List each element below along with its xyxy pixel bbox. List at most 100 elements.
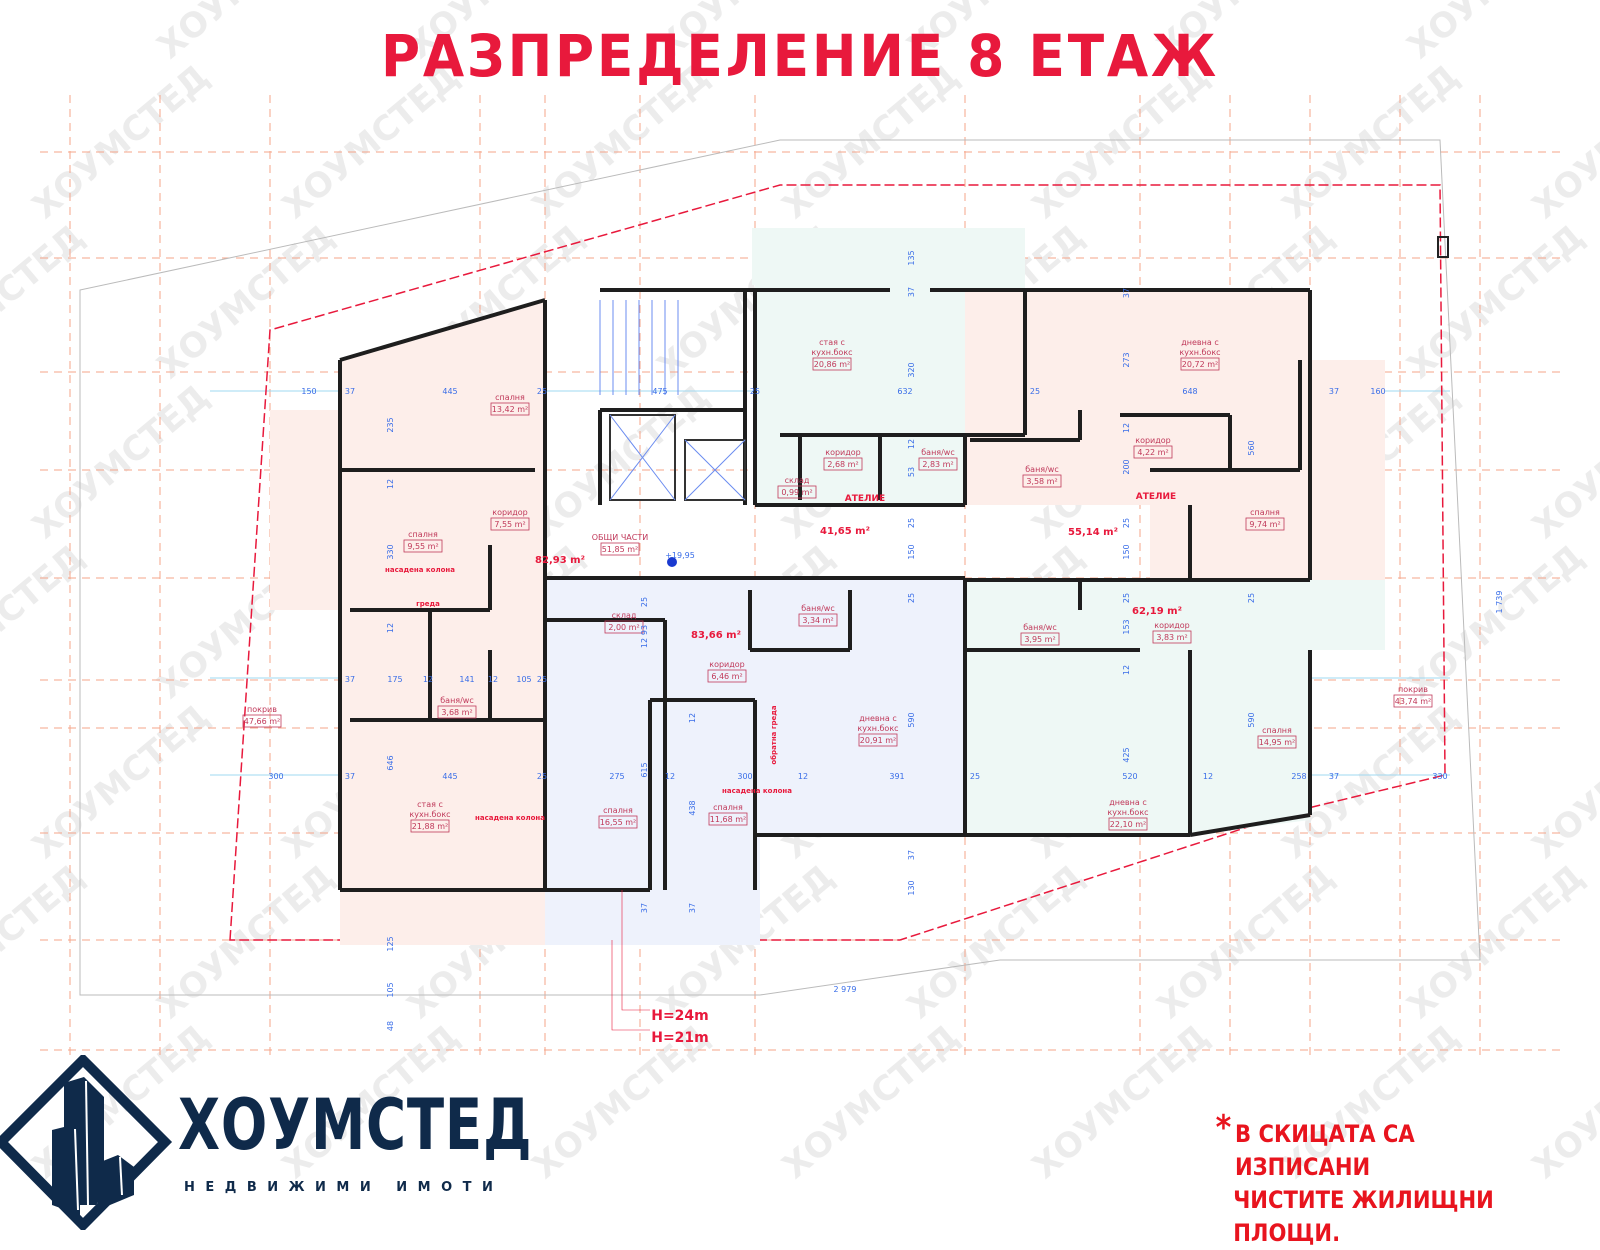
dimension-label: 632 bbox=[897, 387, 912, 396]
room-name: кухн.бокс bbox=[811, 348, 852, 357]
dimension-label: 12 bbox=[423, 675, 433, 684]
dimension-label: 12 bbox=[640, 638, 649, 648]
room-name: баня/wc bbox=[921, 448, 955, 457]
dimension-label: 12 bbox=[688, 713, 697, 723]
dimension-label: 445 bbox=[442, 387, 457, 396]
room-area: 9,55 m² bbox=[407, 542, 438, 551]
room-area: 51,85 m² bbox=[602, 545, 638, 554]
dimension-label: 560 bbox=[1247, 440, 1256, 455]
dimension-label: 37 bbox=[688, 903, 697, 913]
room-name: покрив bbox=[247, 705, 277, 714]
room-name: стая с bbox=[819, 338, 845, 347]
elevator-shaft bbox=[609, 414, 676, 501]
dimension-label: 12 bbox=[907, 439, 916, 449]
apartment-total-area: 41,65 m² bbox=[820, 526, 870, 537]
dimension-label: 646 bbox=[386, 755, 395, 770]
dimension-label: 12 bbox=[1122, 665, 1131, 675]
apartment-zone-3 bbox=[965, 290, 1310, 580]
dimension-label: 330 bbox=[386, 544, 395, 559]
height-leader-line bbox=[611, 890, 650, 1031]
dimension-label: 475 bbox=[652, 387, 667, 396]
brand-name: ХОУМСТЕД bbox=[178, 1084, 533, 1166]
dimension-label: 590 bbox=[1247, 712, 1256, 727]
dimension-label: 105 bbox=[516, 675, 531, 684]
watermark-text: ХОУМСТЕД bbox=[900, 857, 1092, 1027]
atelier-label: АТЕЛИЕ bbox=[845, 494, 885, 504]
room-name: коридор bbox=[709, 660, 745, 669]
dimension-label: 520 bbox=[1122, 772, 1137, 781]
room-area-box bbox=[708, 812, 748, 826]
watermark-text: ХОУМСТЕД bbox=[1400, 857, 1592, 1027]
room-area: 47,66 m² bbox=[244, 717, 280, 726]
dimension-label: 141 bbox=[459, 675, 474, 684]
dimension-label: 273 bbox=[1122, 352, 1131, 367]
annotation: +19,95 bbox=[665, 551, 695, 560]
wall bbox=[339, 298, 546, 362]
room-area-box bbox=[918, 457, 958, 471]
room-area-box bbox=[812, 357, 852, 371]
room-area-box bbox=[1393, 694, 1433, 708]
room-name: коридор bbox=[825, 448, 861, 457]
room-name: баня/wc bbox=[1025, 465, 1059, 474]
watermark-text: ХОУМСТЕД bbox=[25, 697, 217, 867]
room-area-box bbox=[823, 457, 863, 471]
annotation: греда bbox=[416, 600, 440, 608]
room-name: склад bbox=[785, 476, 810, 485]
page-title: РАЗПРЕДЕЛЕНИЕ 8 ЕТАЖ bbox=[380, 22, 1219, 90]
dimension-label: 438 bbox=[688, 800, 697, 815]
dimension-label: 53 bbox=[907, 467, 916, 477]
dimension-label: 37 bbox=[640, 903, 649, 913]
room-name: стая с bbox=[417, 800, 443, 809]
room-name: ОБЩИ ЧАСТИ bbox=[592, 533, 648, 542]
room-name: спалня bbox=[1262, 726, 1292, 735]
dimension-label: 150 bbox=[907, 544, 916, 559]
room-area-box bbox=[403, 539, 443, 553]
room-area: 4,22 m² bbox=[1137, 448, 1168, 457]
room-name: кухн.бокс bbox=[1107, 808, 1148, 817]
dimension-label: 135 bbox=[907, 250, 916, 265]
room-area-box bbox=[1020, 632, 1060, 646]
room-name: коридор bbox=[492, 508, 528, 517]
dimension-label: 12 bbox=[386, 623, 395, 633]
room-name: дневна с bbox=[1181, 338, 1218, 347]
room-name: склад bbox=[612, 611, 637, 620]
room-area: 16,55 m² bbox=[600, 818, 636, 827]
dimension-label: 300 bbox=[737, 772, 752, 781]
room-area: 3,58 m² bbox=[1026, 477, 1057, 486]
logo-icon bbox=[0, 1055, 173, 1230]
watermark-text: ХОУМСТЕД bbox=[525, 377, 717, 547]
asterisk: * bbox=[1215, 1108, 1232, 1148]
watermark-text: ХОУМСТЕД bbox=[1400, 537, 1592, 707]
dimension-label: 12 bbox=[1122, 423, 1131, 433]
room-area: 3,83 m² bbox=[1156, 633, 1187, 642]
brand-subtitle: НЕДВИЖИМИ ИМОТИ bbox=[184, 1180, 504, 1195]
annotation: насадена колона bbox=[722, 787, 792, 795]
dimension-label: 37 bbox=[1122, 288, 1131, 298]
terrace-zone bbox=[270, 410, 340, 610]
room-area-box bbox=[437, 705, 477, 719]
room-name: дневна с bbox=[1109, 798, 1146, 807]
watermark-text: ХОУМСТЕД bbox=[1525, 697, 1600, 867]
dimension-label: 425 bbox=[1122, 747, 1131, 762]
apartment-zone-5 bbox=[965, 580, 1385, 835]
terrace-zone bbox=[340, 890, 545, 945]
room-area: 22,10 m² bbox=[1110, 820, 1146, 829]
dimension-label: 275 bbox=[609, 772, 624, 781]
room-area-box bbox=[1108, 817, 1148, 831]
dimension-label: 25 bbox=[750, 387, 760, 396]
dimension-label: 12 bbox=[798, 772, 808, 781]
room-area: 21,88 m² bbox=[412, 822, 448, 831]
balcony-zone bbox=[752, 228, 1025, 285]
room-area: 43,74 m² bbox=[1395, 697, 1431, 706]
watermark-text: ХОУМСТЕД bbox=[0, 537, 92, 707]
watermark-text: ХОУМСТЕД bbox=[0, 857, 92, 1027]
wall bbox=[1189, 813, 1311, 837]
watermark-text: ХОУМСТЕД bbox=[775, 1017, 967, 1187]
room-name: баня/wc bbox=[440, 696, 474, 705]
dimension-label: 93 bbox=[640, 625, 649, 635]
chimney bbox=[1437, 236, 1449, 258]
dimension-label: 445 bbox=[442, 772, 457, 781]
room-name: баня/wc bbox=[1023, 623, 1057, 632]
dimension-label: 175 bbox=[387, 675, 402, 684]
